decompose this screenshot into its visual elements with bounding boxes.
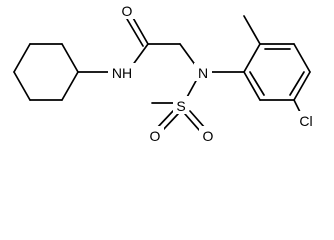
bond-cyclohexyl-2: [61, 43, 79, 73]
bond-cyclohexyl-3: [61, 71, 79, 101]
sulfur-label: S: [176, 98, 185, 114]
oxygen-label-background: [118, 1, 136, 19]
bond-aryl-6: [243, 71, 261, 101]
bond-carbonyl-to-oxygen-b: [126, 18, 144, 47]
cyclohexane-ring: [13, 43, 79, 101]
aromatic-inner-bond-2: [289, 71, 305, 96]
atom-labels: O NH N S O O Cl: [108, 1, 318, 144]
bond-aryl-to-methyl: [243, 15, 261, 45]
amide-chain: [77, 15, 197, 73]
structure-diagram: O NH N S O O Cl: [13, 1, 318, 144]
carbonyl-oxygen-label: O: [122, 3, 133, 19]
bond-s-to-oxygen-left-a: [156, 110, 174, 129]
bond-s-to-oxygen-right-b: [189, 110, 206, 129]
n-label-background: [194, 63, 212, 81]
chlorine-label-background: [294, 111, 318, 129]
sulfonyl-group: [151, 78, 206, 132]
bond-s-to-oxygen-right-a: [184, 113, 201, 132]
bond-carbonyl-to-oxygen-a: [131, 15, 149, 45]
bond-aryl-1: [243, 43, 261, 73]
bond-aryl-4: [293, 71, 311, 101]
bond-cyclohexyl-5: [13, 71, 31, 101]
sulfonyl-oxygen-right-label: O: [203, 128, 214, 144]
amide-nh-label: NH: [112, 65, 132, 81]
chloro-methyl-phenyl-ring: [210, 15, 311, 115]
bond-ch2-to-n: [179, 43, 197, 67]
sulfonyl-oxygen-left-label: O: [150, 128, 161, 144]
sulfonamide-nitrogen-label: N: [198, 65, 208, 81]
bond-nh-to-carbonyl: [131, 43, 149, 67]
bond-n-to-s: [185, 78, 198, 100]
oxygen-right-label-background: [199, 126, 217, 144]
bond-aryl-3: [293, 43, 311, 73]
chlorine-label: Cl: [299, 113, 312, 129]
bond-s-to-oxygen-left-b: [161, 113, 179, 132]
aromatic-inner-bond-3: [249, 71, 265, 96]
oxygen-left-label-background: [146, 126, 164, 144]
s-label-background: [173, 96, 189, 114]
nh-label-background: [108, 63, 136, 81]
bond-cyclohexyl-6: [13, 43, 31, 73]
